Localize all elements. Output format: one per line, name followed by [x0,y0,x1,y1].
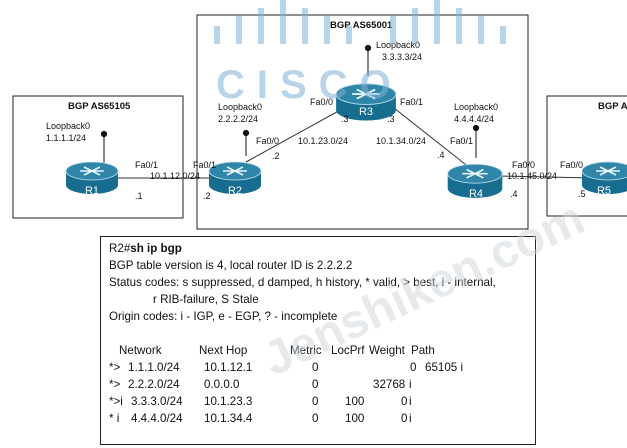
as65001-title: BGP AS65001 [330,20,393,31]
bgp-console-output: R2#sh ip bgp BGP table version is 4, loc… [100,236,536,445]
as-right-box [546,95,627,217]
router-r2-label: R2 [228,185,242,197]
link-r2-r3 [245,107,345,163]
router-r4-label: R4 [469,188,483,200]
r1-loopback-name: Loopback0 [46,121,91,131]
r1-host-id: .1 [135,191,143,201]
subnet-r4-r5: 10.1.45.0/24 [507,171,558,181]
r3-fa00-label: Fa0/0 [310,97,334,107]
header-metric: Metric [290,344,322,357]
r4-fa00-label: Fa0/0 [512,160,536,170]
subnet-r3-r4: 10.1.34.0/24 [376,136,427,146]
console-line-3: r RIB-failure, S Stale [153,293,259,306]
r5-host-id: .5 [578,189,586,199]
r3-fa01-label: Fa0/1 [400,97,424,107]
r4-host-id-up: .4 [437,150,445,160]
r2-loopback-addr: 2.2.2.2/24 [218,114,259,124]
link-r3-r4 [393,107,471,169]
r2-loopback-name: Loopback0 [218,102,263,112]
router-r5-label: R5 [597,185,611,197]
header-weight: Weight [369,344,405,357]
r3-loopback-addr: 3.3.3.3/24 [382,52,423,62]
header-locprf: LocPrf [331,344,365,357]
r2-host-id-up: .2 [272,151,280,161]
r4-fa01-label: Fa0/1 [450,136,474,146]
console-line-1: BGP table version is 4, local router ID … [109,259,353,272]
as65105-box [12,95,184,219]
router-r3-label: R3 [359,106,373,118]
as65001-box [196,14,529,230]
r2-fa00-label: Fa0/0 [256,136,280,146]
console-command: sh ip bgp [130,242,182,255]
header-path: Path [411,344,435,357]
r5-fa00-label: Fa0/0 [560,160,584,170]
r4-loopback-name: Loopback0 [454,102,499,112]
router-r1-label: R1 [85,185,99,197]
r3-host-id-right: .3 [387,114,395,124]
subnet-r1-r2: 10.1.12.0/24 [150,171,201,181]
as65105-title: BGP AS65105 [68,101,131,112]
subnet-r2-r3: 10.1.23.0/24 [298,136,349,146]
console-line-4: Origin codes: i - IGP, e - EGP, ? - inco… [109,310,338,323]
link-r4-r5 [499,175,593,179]
r3-loopback-name: Loopback0 [376,40,421,50]
r4-loopback-addr: 4.4.4.4/24 [454,114,495,124]
r3-host-id-left: .3 [341,114,349,124]
r1-fa01-label: Fa0/1 [135,160,159,170]
header-nexthop: Next Hop [199,344,248,357]
r2-host-id-left: .2 [203,191,211,201]
console-command-line: R2#sh ip bgp [109,240,182,257]
console-prompt: R2# [109,242,131,255]
header-network: Network [119,344,162,357]
r4-host-id-down: .4 [510,189,518,199]
loopback-pins [100,44,480,164]
console-line-2: Status codes: s suppressed, d damped, h … [109,276,496,289]
r2-fa01-label: Fa0/1 [193,160,217,170]
as-right-title: BGP AS [598,101,627,112]
r1-loopback-addr: 1.1.1.1/24 [46,133,87,143]
